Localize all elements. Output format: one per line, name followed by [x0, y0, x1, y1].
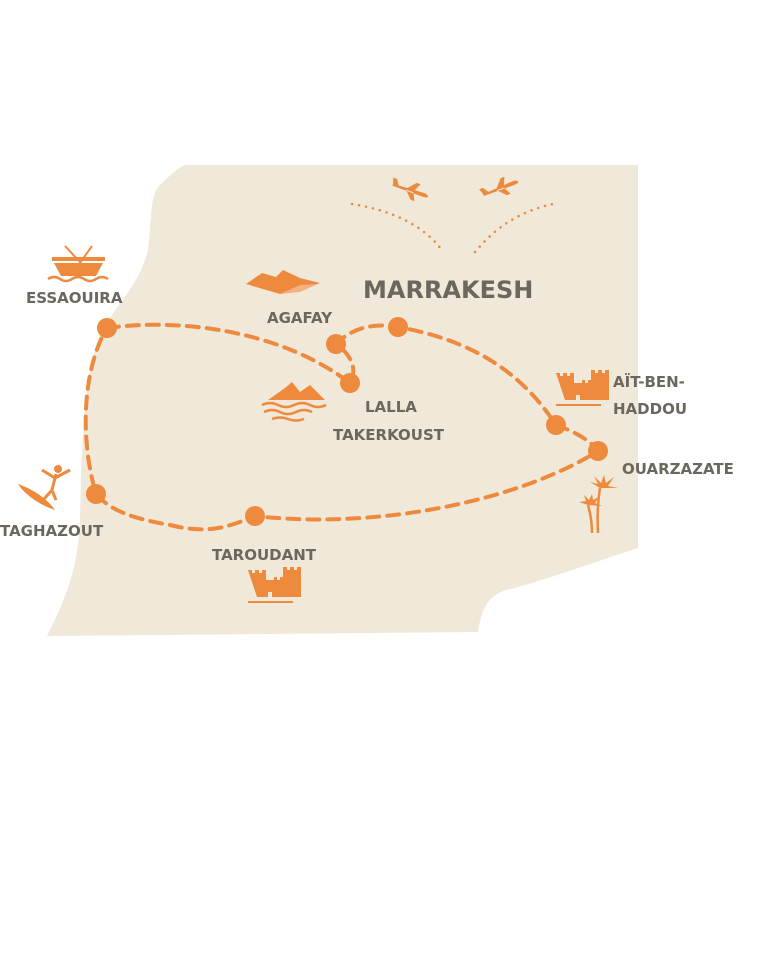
- label-taroudant: TAROUDANT: [212, 546, 317, 564]
- stop-agafay[interactable]: [326, 334, 346, 354]
- flight-path-left: [350, 202, 445, 254]
- stop-lalla-takerkoust[interactable]: [340, 373, 360, 393]
- stop-marrakesh[interactable]: [388, 317, 408, 337]
- airplane-icon: [479, 176, 519, 197]
- label-marrakesh: MARRAKESH: [363, 276, 533, 304]
- surfer-icon: [18, 465, 71, 510]
- label-agafay: AGAFAY: [267, 309, 333, 327]
- label-taghazout: TAGHAZOUT: [0, 522, 104, 540]
- airplane-icon: [392, 177, 429, 202]
- label-lalla-takerkoust-line2: TAKERKOUST: [333, 426, 445, 444]
- label-lalla-takerkoust-line1: LALLA: [365, 398, 417, 416]
- label-ait-ben-haddou-line2: HADDOU: [613, 400, 687, 418]
- kasbah-icon: [248, 567, 301, 603]
- stop-taroudant[interactable]: [245, 506, 265, 526]
- boat-icon: [47, 245, 109, 283]
- palm-trees-icon: [579, 475, 618, 534]
- stop-ait-ben-haddou[interactable]: [546, 415, 566, 435]
- stop-ouarzazate[interactable]: [588, 441, 608, 461]
- stop-essaouira[interactable]: [97, 318, 117, 338]
- label-ouarzazate: OUARZAZATE: [622, 460, 734, 478]
- label-essaouira: ESSAOUIRA: [26, 289, 123, 307]
- dunes-icon: [246, 270, 320, 294]
- kasbah-icon: [556, 370, 609, 406]
- stop-taghazout[interactable]: [86, 484, 106, 504]
- label-ait-ben-haddou-line1: AÏT-BEN-: [613, 372, 685, 391]
- land-area: [47, 165, 638, 636]
- mountain-lake-icon: [261, 382, 327, 422]
